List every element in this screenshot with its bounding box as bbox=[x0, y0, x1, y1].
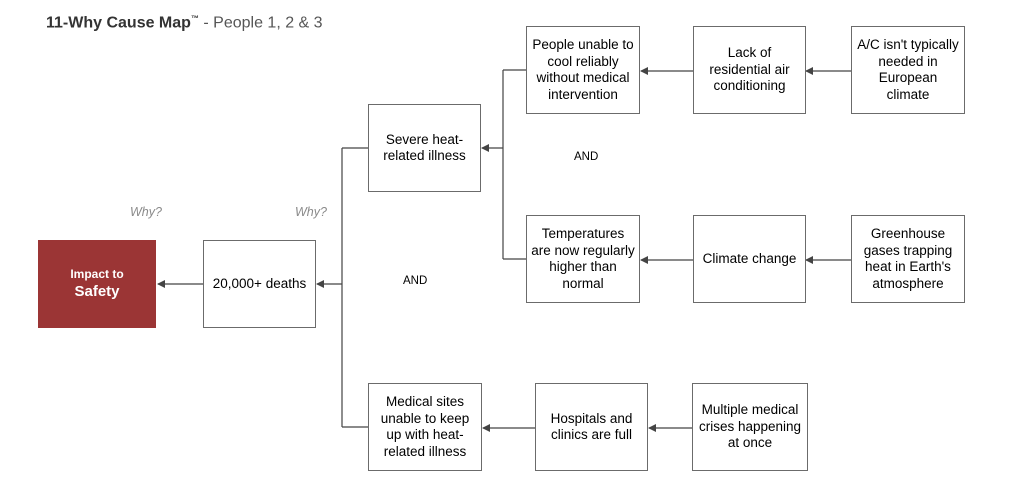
why-label-1: Why? bbox=[130, 205, 162, 219]
and-label-level3: AND bbox=[574, 151, 599, 163]
title-main: 11-Why Cause Map bbox=[46, 14, 191, 32]
trademark-mark: ™ bbox=[190, 14, 199, 23]
node-severe-heat-illness: Severe heat-related illness bbox=[368, 104, 481, 192]
and-label-level2: AND bbox=[403, 275, 428, 287]
impact-goal: Safety bbox=[74, 283, 120, 300]
node-people-unable-to-cool: People unable to cool reliably without m… bbox=[526, 26, 640, 114]
impact-label: Impact to bbox=[70, 267, 124, 281]
node-medical-sites-overwhelmed: Medical sites unable to keep up with hea… bbox=[368, 383, 482, 471]
node-climate-change: Climate change bbox=[693, 215, 806, 303]
node-lack-of-ac: Lack of residential air conditioning bbox=[693, 26, 806, 114]
impact-to-safety-box: Impact to Safety bbox=[38, 240, 156, 328]
diagram-title: 11-Why Cause Map™ - People 1, 2 & 3 bbox=[46, 14, 323, 32]
why-label-2: Why? bbox=[295, 205, 327, 219]
node-greenhouse-gases: Greenhouse gases trapping heat in Earth'… bbox=[851, 215, 965, 303]
node-hospitals-full: Hospitals and clinics are full bbox=[535, 383, 648, 471]
node-deaths: 20,000+ deaths bbox=[203, 240, 316, 328]
title-subtitle: - People 1, 2 & 3 bbox=[198, 14, 323, 32]
node-temperatures-higher: Temperatures are now regularly higher th… bbox=[526, 215, 640, 303]
node-ac-not-needed: A/C isn't typically needed in European c… bbox=[851, 26, 965, 114]
node-multiple-crises: Multiple medical crises happening at onc… bbox=[692, 383, 808, 471]
